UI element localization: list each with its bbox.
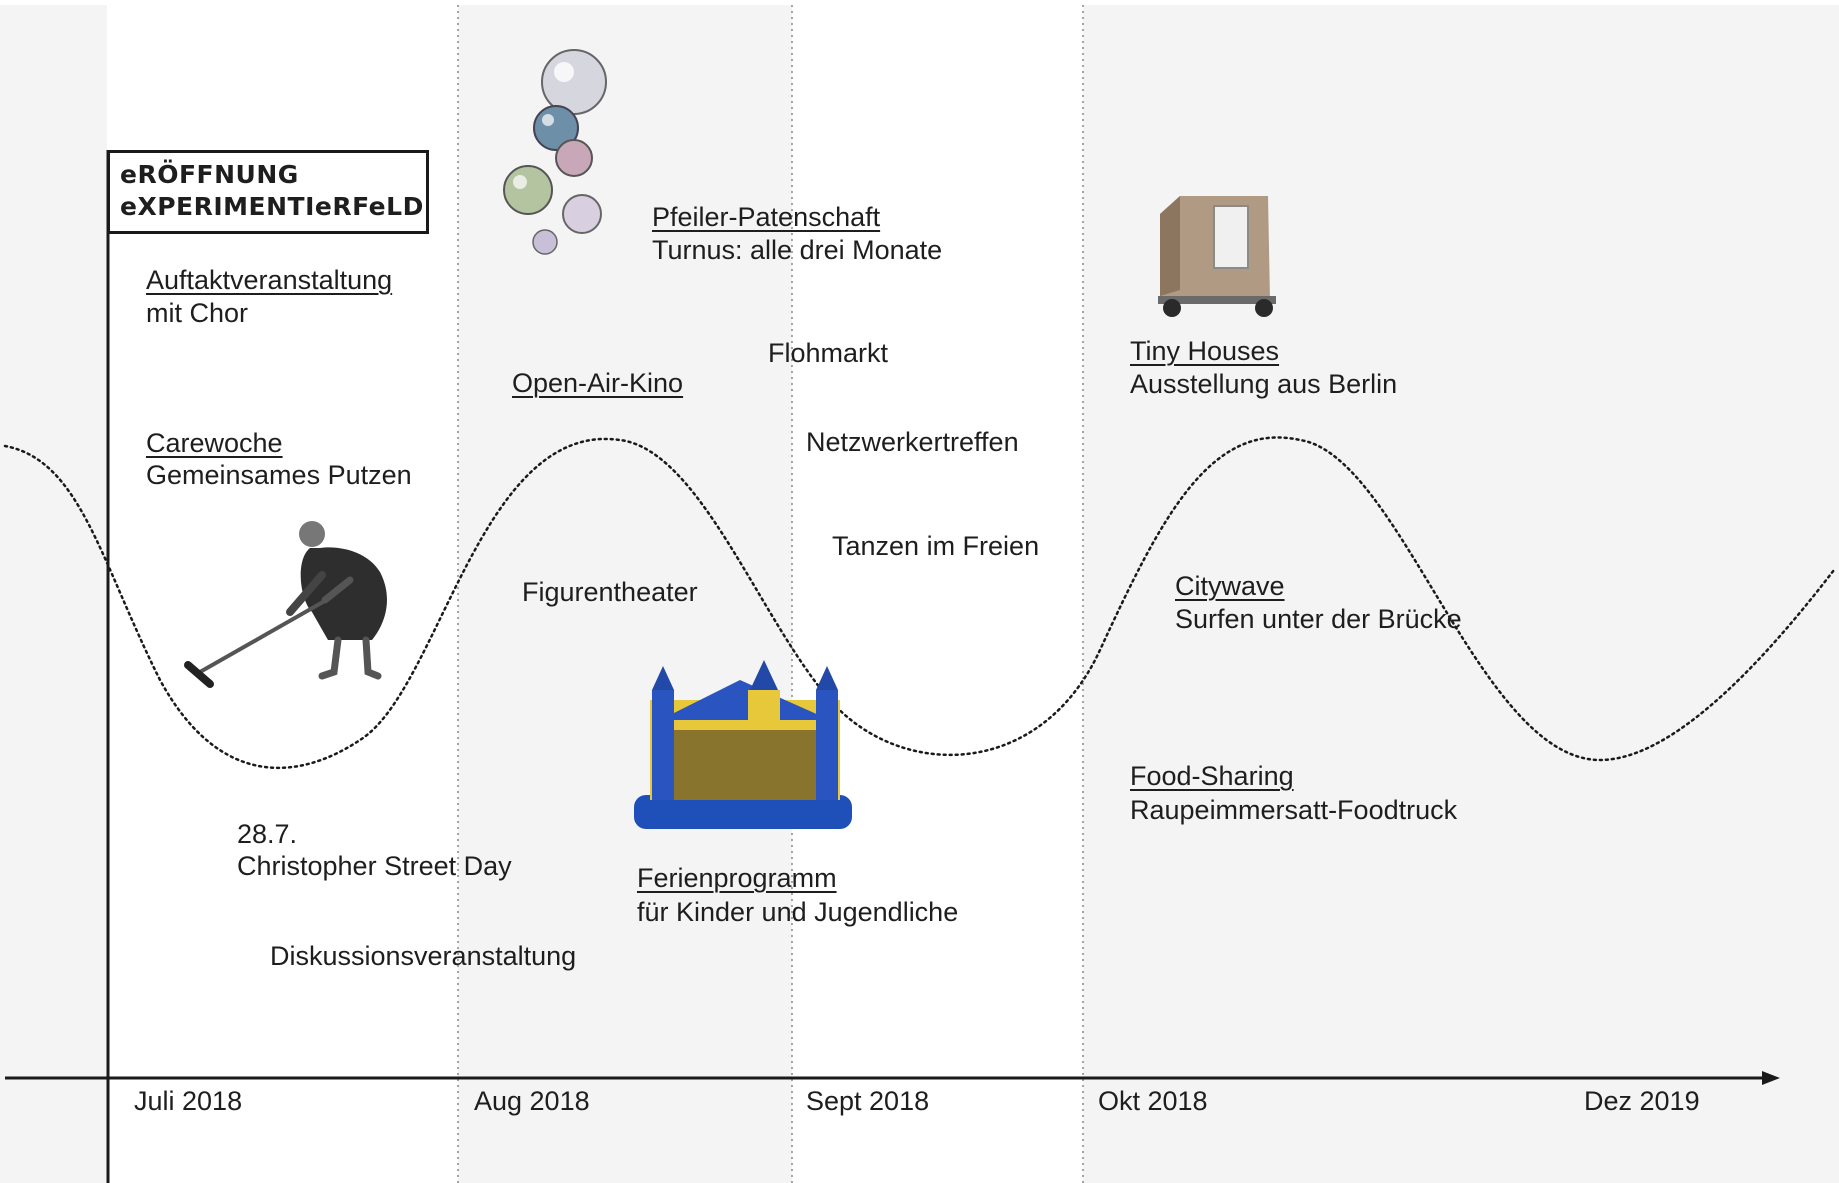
opening-line1: eRÖFFNUNG [120, 160, 299, 189]
event-citywave-subtitle: Surfen unter der Brücke [1175, 604, 1462, 634]
time-axis-arrow-icon [1762, 1071, 1780, 1085]
event-ferien-subtitle: für Kinder und Jugendliche [637, 897, 959, 927]
event-carewoche-title: Carewoche [146, 428, 283, 458]
month-label-juli: Juli 2018 [134, 1086, 243, 1116]
event-pfeiler-title: Pfeiler-Patenschaft [652, 202, 881, 232]
band-juli [107, 5, 458, 1183]
month-label-okt: Okt 2018 [1098, 1086, 1208, 1116]
event-netzwerk-title: Netzwerkertreffen [806, 427, 1019, 457]
event-carewoche-subtitle: Gemeinsames Putzen [146, 460, 412, 490]
event-tiny-title: Tiny Houses [1130, 336, 1280, 366]
opening-line2: eXPERIMENTIeRFeLD [120, 192, 424, 221]
soap-bubbles-icon [503, 49, 607, 255]
opening-box: eRÖFFNUNG eXPERIMENTIeRFeLD [107, 150, 429, 234]
event-flohmarkt-title: Flohmarkt [768, 338, 889, 368]
event-food-subtitle: Raupeimmersatt-Foodtruck [1130, 795, 1458, 825]
event-pfeiler-subtitle: Turnus: alle drei Monate [652, 235, 943, 265]
event-figuren-title: Figurentheater [522, 577, 698, 607]
month-label-sept: Sept 2018 [806, 1086, 930, 1116]
event-ferien-title: Ferienprogramm [637, 863, 837, 893]
event-auftakt-title: Auftaktveranstaltung [146, 265, 393, 295]
event-csd-date: 28.7. [237, 819, 298, 849]
band-sept [792, 5, 1083, 1183]
month-label-dez: Dez 2019 [1584, 1086, 1700, 1116]
event-food-title: Food-Sharing [1130, 761, 1294, 791]
tiny-house-icon [1158, 196, 1276, 317]
band-before [0, 5, 107, 1183]
event-tiny-subtitle: Ausstellung aus Berlin [1130, 369, 1398, 399]
event-tanzen-title: Tanzen im Freien [832, 531, 1040, 561]
cleaning-person-icon [184, 521, 387, 688]
event-csd-title: Christopher Street Day [237, 851, 512, 881]
event-auftakt-subtitle: mit Chor [146, 298, 249, 328]
event-kino-title: Open-Air-Kino [512, 368, 684, 398]
month-label-aug: Aug 2018 [474, 1086, 590, 1116]
event-citywave-title: Citywave [1175, 571, 1285, 601]
bouncy-castle-icon [634, 660, 852, 829]
event-diskussion-title: Diskussionsveranstaltung [270, 941, 577, 971]
activity-wave [3, 436, 1836, 770]
